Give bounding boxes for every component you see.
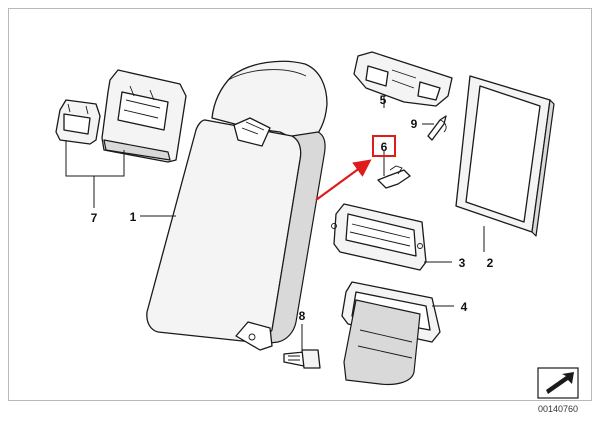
roller-tray-part [341,281,441,386]
cover-plate-part [455,75,555,237]
callout-3: 3 [459,256,466,270]
leader-lines [65,96,485,350]
callout-2: 2 [487,256,494,270]
latch-part [377,165,411,189]
highlight-arrow [315,159,372,201]
callout-9: 9 [411,117,418,131]
callout-1: 1 [130,210,137,224]
callout-8: 8 [299,309,306,323]
diagram-code: 00140760 [538,404,578,414]
highlight-box [372,135,396,157]
callout-5: 5 [380,93,387,107]
spring-pin-part [427,115,447,141]
armrest-part [146,60,328,351]
direction-arrow-icon [537,367,579,399]
callout-7: 7 [91,211,98,225]
bolt-part [283,349,321,369]
lower-frame-part [331,203,427,271]
callout-4: 4 [461,300,468,314]
tray-insert-part [55,69,187,163]
callout-6: 6 [381,140,388,154]
hinge-bracket-part [353,51,453,107]
